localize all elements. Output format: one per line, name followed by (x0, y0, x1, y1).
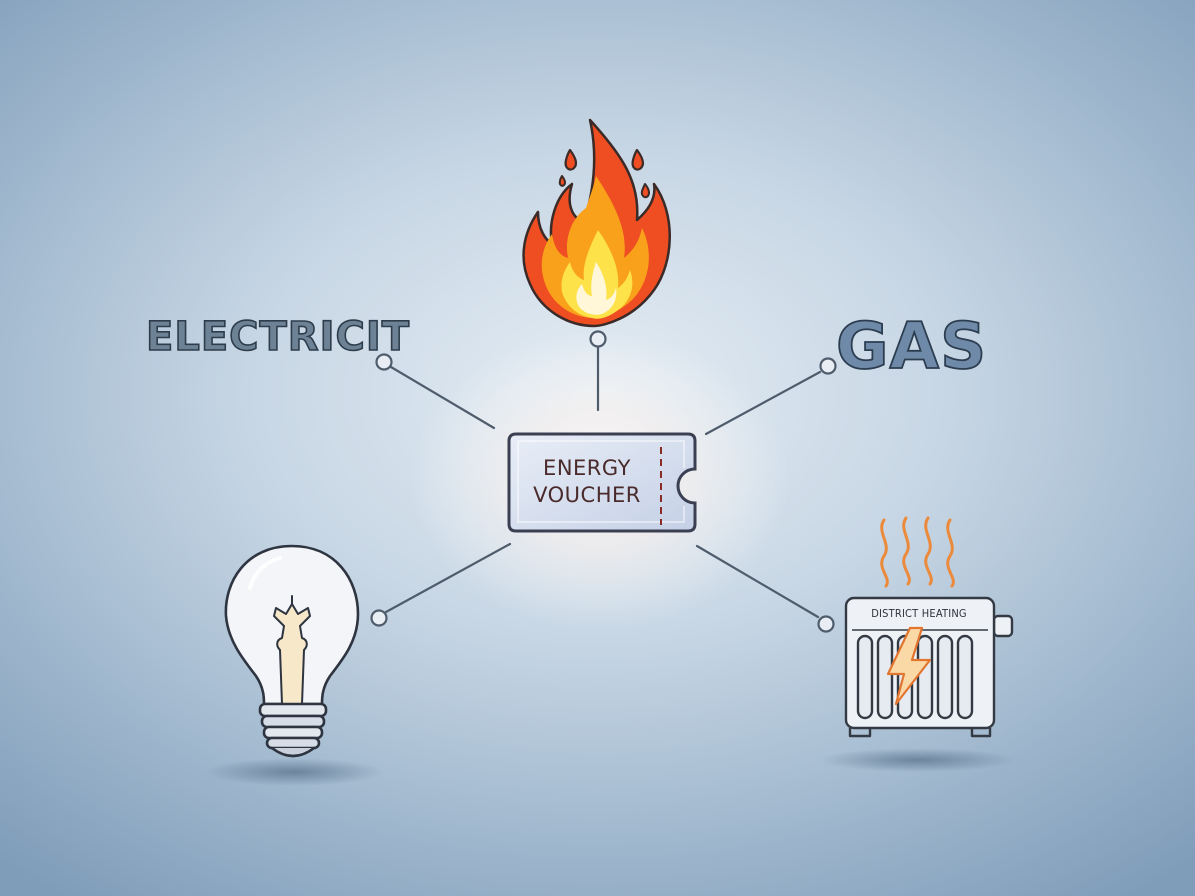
voucher-line-2: VOUCHER (533, 483, 641, 507)
connector-nodes (370, 330, 837, 633)
district-heating-label: DISTRICT HEATING (871, 607, 967, 620)
node-top (589, 330, 607, 348)
radiator-shadow (820, 748, 1016, 772)
energy-voucher-label: ENERGY VOUCHER (512, 455, 662, 509)
connector-line-heating (695, 544, 820, 619)
node-heating (817, 615, 835, 633)
electricity-label: ELECTRICIT (145, 313, 410, 361)
voucher-line-1: ENERGY (543, 456, 631, 480)
connectors (384, 345, 822, 619)
lightning-bolt-icon (886, 626, 932, 706)
connector-line-electricity (389, 365, 496, 430)
ticket-icon (507, 432, 697, 533)
bulb-shadow (204, 758, 384, 786)
node-gas (819, 357, 837, 375)
connector-line-bulb (384, 542, 512, 614)
gas-label: GAS (835, 309, 988, 385)
node-electricity (375, 353, 393, 371)
light-bulb-icon (224, 544, 360, 758)
heat-waves-icon (880, 516, 955, 588)
node-bulb (370, 609, 388, 627)
connector-line-gas (704, 370, 822, 436)
flame-icon (522, 118, 671, 328)
